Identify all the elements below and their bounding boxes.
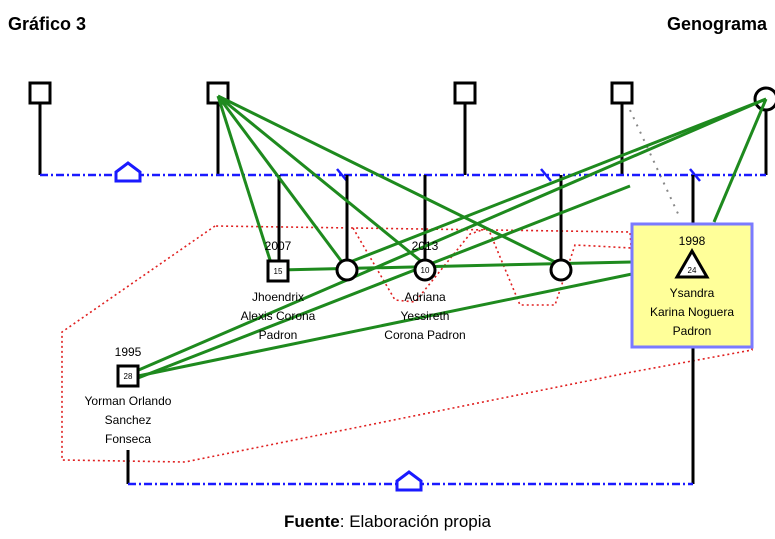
name-line: Alexis Corona [241, 309, 316, 323]
grandparent-2-male-square-icon [453, 81, 477, 105]
separation-marks [336, 168, 701, 182]
source-caption: Fuente: Elaboración propia [0, 512, 775, 532]
house-icon-bottom [395, 470, 423, 492]
birth-year: 2007 [265, 239, 292, 253]
name-line: Fonseca [105, 432, 151, 446]
female-circle-icon [413, 258, 437, 282]
male-square-icon [116, 364, 140, 388]
male-square-icon [266, 259, 290, 283]
name-line: Yessireth [401, 309, 450, 323]
name-line: Adriana [404, 290, 446, 304]
name-line: Padron [673, 324, 712, 338]
name-line: Jhoendrix [252, 290, 304, 304]
chart-label: Gráfico 3 [8, 14, 87, 34]
child-adriana: 10 2013 Adriana Yessireth Corona Padron [384, 239, 465, 342]
source-label: Fuente [284, 512, 340, 531]
name-line: Corona Padron [384, 328, 465, 342]
child-drop-lines [126, 175, 695, 484]
birth-year: 1998 [679, 234, 706, 248]
age-label: 15 [274, 267, 283, 276]
diagram-title: Genograma [666, 14, 767, 34]
child-jhoendrix: 15 2007 Jhoendrix Alexis Corona Padron [241, 239, 316, 342]
parents-top-row [28, 81, 775, 175]
grandparent-male-square-icon [28, 81, 52, 105]
name-line: Karina Noguera [650, 305, 734, 319]
age-label: 10 [421, 266, 430, 275]
grandparent-3-male-square-icon [610, 81, 634, 105]
female-circle-icon [335, 258, 359, 282]
house-icon [114, 161, 142, 183]
index-box [630, 222, 754, 349]
distant-relation-line [629, 109, 681, 219]
name-line: Padron [259, 328, 298, 342]
birth-year: 1995 [115, 345, 142, 359]
age-label: 24 [688, 266, 697, 275]
female-circle-icon [549, 258, 573, 282]
birth-year: 2013 [412, 239, 439, 253]
name-line: Ysandra [670, 286, 715, 300]
name-line: Sanchez [105, 413, 152, 427]
source-text: : Elaboración propia [339, 512, 491, 531]
age-label: 28 [124, 372, 133, 381]
index-person-ysandra: 1998 24 Ysandra Karina Noguera Padron [630, 222, 754, 349]
person-yorman: 28 1995 Yorman Orlando Sanchez Fonseca [85, 345, 172, 446]
index-triangle-icon [674, 247, 710, 279]
name-line: Yorman Orlando [85, 394, 172, 408]
